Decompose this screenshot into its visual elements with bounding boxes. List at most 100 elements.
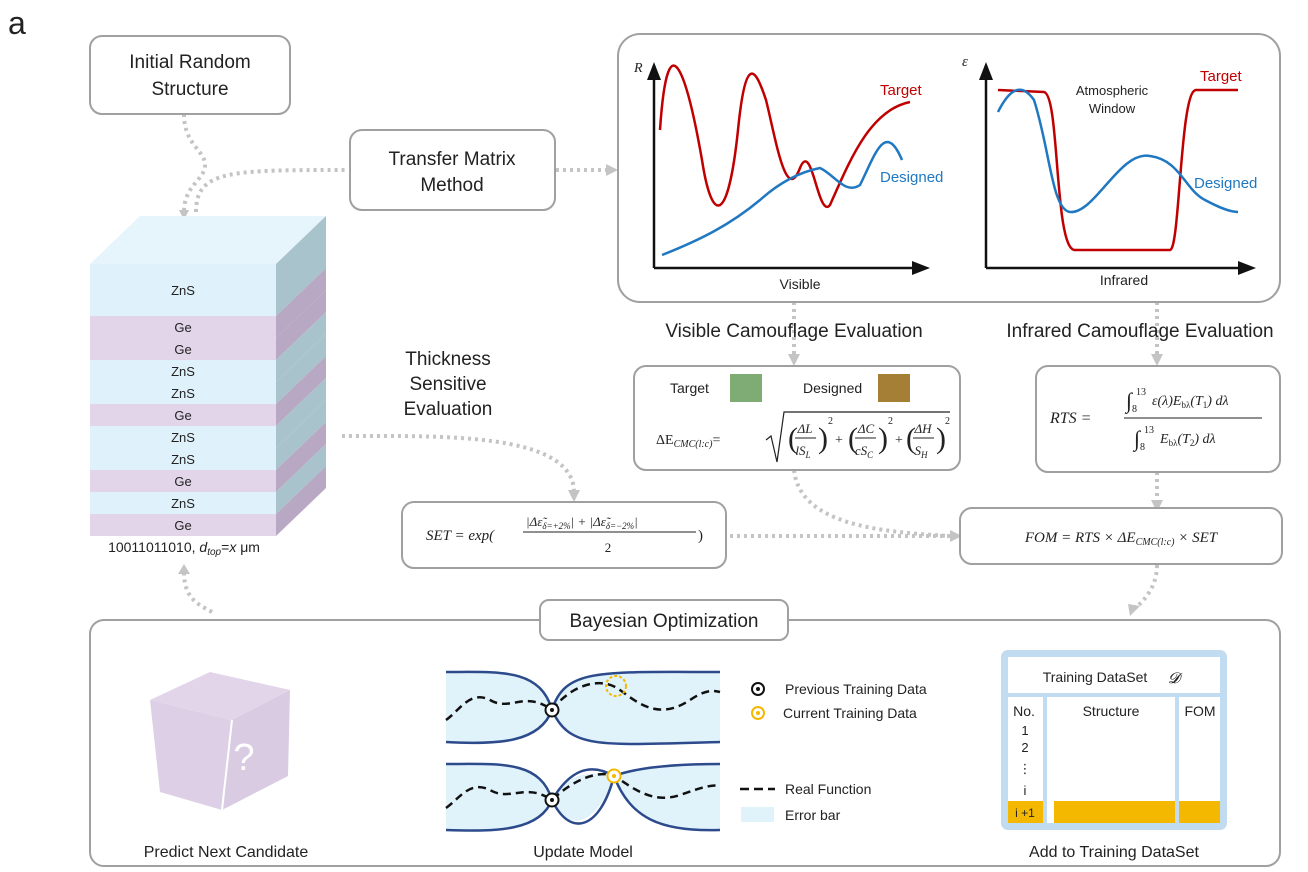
stack-layer-ge	[90, 470, 276, 492]
stack-side-ge	[276, 356, 326, 426]
error-band-1	[446, 671, 720, 744]
dataset-header-fom: FOM	[1184, 703, 1215, 719]
arrowhead	[1128, 604, 1140, 616]
stack-caption-eq: =	[221, 539, 229, 555]
stack-layer-label: Ge	[174, 342, 191, 357]
delta-e-formula: ΔECMC(l:c)= ( ΔL lSL ) 2 + ( ΔC cSC ) 2 …	[656, 411, 950, 463]
dataset-header-structure: Structure	[1083, 703, 1140, 719]
thickness-line1: Thickness	[405, 349, 491, 370]
visible-plot: R Visible Target Designed	[633, 61, 943, 292]
ir-y-arrowhead	[979, 62, 993, 80]
stack-top-face	[90, 216, 326, 264]
arrow-color-to-fom	[792, 469, 951, 538]
stack-side-zns	[276, 216, 326, 316]
stack-layer-label: Ge	[174, 320, 191, 335]
ir-window-line2: Window	[1089, 101, 1136, 116]
new-row-structure-cell	[1054, 801, 1175, 823]
arrow-fom-to-bayes	[1128, 564, 1159, 614]
frac1-num: ΔL	[797, 421, 813, 436]
initial-structure-box: Initial Random Structure	[89, 35, 291, 115]
stack-layer-zns	[90, 448, 276, 470]
rts-lhs: RTS =	[1049, 410, 1091, 427]
visible-x-arrowhead	[912, 261, 930, 275]
designed-color-swatch	[878, 374, 910, 402]
set-denominator: 2	[605, 540, 612, 555]
rts-denominator: Ebλ(T2) dλ	[1159, 432, 1216, 448]
stack-side-zns	[276, 400, 326, 470]
stack-layer-zns	[90, 426, 276, 448]
stack-layer-zns	[90, 264, 276, 316]
plus-1: +	[835, 433, 843, 448]
arrow-heads	[178, 164, 1163, 750]
rts-num-integral: ∫	[1124, 388, 1134, 414]
ir-target-curve	[997, 88, 1238, 252]
bayesian-title-frame	[539, 599, 789, 641]
training-dataset-table: Training DataSet 𝓓 No. Structure FOM 1 2…	[1001, 650, 1227, 830]
color-target-label: Target	[670, 380, 709, 396]
stack-layer-zns	[90, 382, 276, 404]
stack-caption-code: 10011011010,	[108, 539, 199, 555]
arrow-bayes-to-stack	[182, 571, 214, 614]
stack-layer-label: ZnS	[171, 364, 195, 379]
stack-side-ge	[276, 290, 326, 360]
cube-edge	[221, 719, 233, 811]
paren-close-1: )	[818, 422, 828, 455]
stack-caption: 10011011010, dtop=x μm	[108, 539, 260, 558]
ir-x-label: Infrared	[1100, 272, 1148, 288]
stack-layer-label: Ge	[174, 408, 191, 423]
legend-previous-dot	[756, 687, 760, 691]
set-box: SET = exp( |Δε̃δ=+2%| + |Δε̃δ=−2%| 2 )	[401, 501, 727, 569]
arrowhead	[568, 490, 580, 502]
real-function-2	[445, 772, 721, 810]
set-frame	[401, 501, 727, 569]
cube-question-mark: ?	[233, 737, 254, 779]
frac2-den: cSC	[855, 443, 874, 460]
error-band-2	[446, 763, 720, 831]
model-plot-after	[445, 762, 721, 832]
candidate-point	[605, 675, 627, 697]
stack-layer-ge	[90, 514, 276, 536]
rts-frame	[1035, 365, 1281, 473]
lower-bound-2	[445, 771, 721, 832]
dataset-title-cell	[1008, 657, 1220, 693]
stack-layer-label: ZnS	[171, 283, 195, 298]
legend-real-label: Real Function	[785, 781, 871, 797]
rts-num-lower: 8	[1132, 404, 1137, 415]
square-3: 2	[945, 416, 950, 427]
visible-target-curve	[658, 64, 911, 209]
visible-target-label: Target	[880, 82, 923, 99]
tmm-frame	[349, 129, 556, 211]
arrowhead	[1151, 354, 1163, 366]
frac3-den: SH	[915, 443, 929, 460]
stack-side-ge	[276, 466, 326, 536]
dataset-row-i: i	[1024, 783, 1027, 798]
rts-den-lower: 8	[1140, 442, 1145, 453]
arrowhead	[788, 354, 800, 366]
stack-layer-ge	[90, 338, 276, 360]
stack-layer-label: Ge	[174, 474, 191, 489]
dataset-title: Training DataSet	[1043, 669, 1148, 685]
stack-layer-label: ZnS	[171, 452, 195, 467]
rts-den-integral: ∫	[1132, 426, 1142, 452]
model-plot-before	[445, 670, 721, 746]
previous-point-1-dot	[550, 708, 554, 712]
rts-num-upper: 13	[1136, 387, 1146, 398]
arrowhead	[1151, 500, 1163, 512]
color-designed-label: Designed	[803, 380, 862, 396]
stack-layer-label: ZnS	[171, 496, 195, 511]
color-difference-box: Target Designed ΔECMC(l:c)= ( ΔL lSL ) 2…	[633, 365, 961, 471]
spectra-panel: R Visible Target Designed ε Infrared Tar…	[617, 33, 1281, 303]
stack-side-ge	[276, 422, 326, 492]
dataset-row-2: 2	[1021, 740, 1028, 755]
question-cube-icon: ?	[150, 672, 290, 811]
rts-box: RTS = ∫ 13 8 ε(λ)Ebλ(T1) dλ ∫ 13 8 Ebλ(T…	[1035, 365, 1281, 473]
fom-frame	[959, 507, 1283, 565]
rts-numerator: ε(λ)Ebλ(T1) dλ	[1152, 394, 1229, 410]
new-row-no-cell	[1008, 801, 1043, 823]
update-model-label: Update Model	[533, 844, 633, 861]
visible-y-arrowhead	[647, 62, 661, 80]
ir-designed-label: Designed	[1194, 175, 1257, 192]
paren-open-2: (	[848, 422, 858, 455]
